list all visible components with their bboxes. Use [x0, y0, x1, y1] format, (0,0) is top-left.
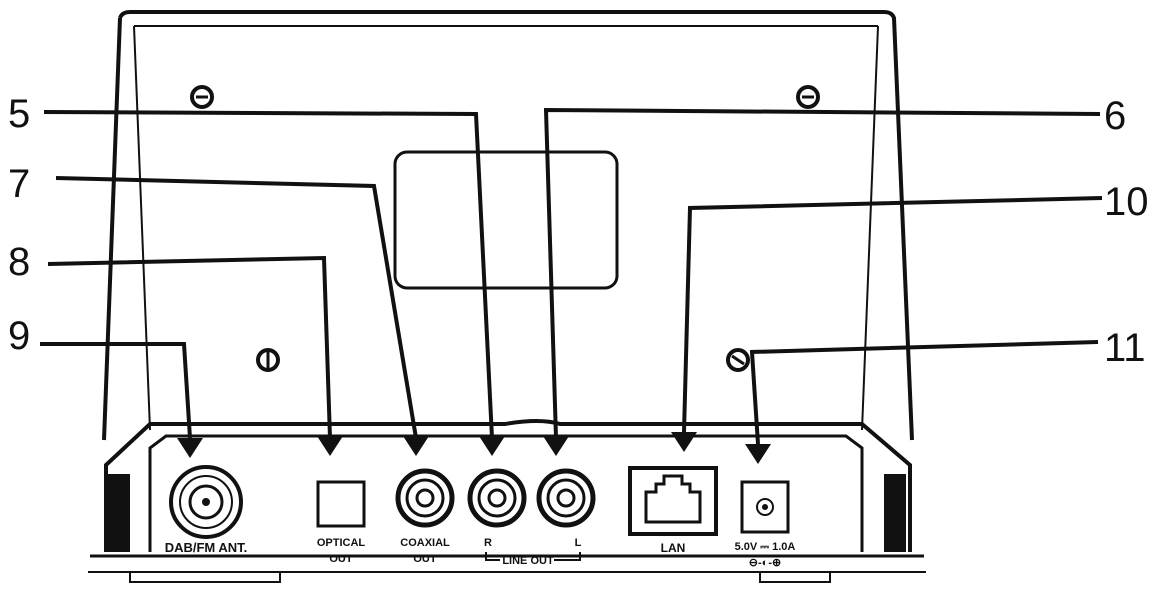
label-optical-2: OUT	[329, 553, 353, 565]
label-line-out: LINE OUT	[502, 555, 554, 567]
callout-11: 11	[1104, 326, 1146, 370]
callout-10: 10	[1104, 180, 1149, 224]
rca-jack-icon	[395, 468, 455, 528]
leader-9	[40, 342, 192, 439]
right-foot	[884, 474, 906, 552]
left-foot	[108, 474, 130, 552]
rca-jack-icon	[467, 468, 527, 528]
label-lan: LAN	[661, 541, 686, 555]
arrowhead-icon	[745, 444, 771, 464]
callout-6: 6	[1104, 94, 1127, 138]
device-housing	[102, 10, 914, 441]
dc-jack-icon	[740, 480, 790, 534]
label-optical-1: OPTICAL	[317, 537, 366, 549]
connector-panel	[88, 419, 926, 583]
arrowhead-icon	[317, 436, 343, 456]
arrowhead-icon	[671, 432, 697, 452]
leader-lines	[40, 107, 1103, 445]
rj45-jack-icon	[628, 466, 718, 536]
leader-10	[682, 196, 1103, 433]
leader-7	[55, 176, 418, 439]
arrowhead-icon	[479, 436, 505, 456]
label-line-l: L	[575, 537, 582, 549]
label-coaxial-2: OUT	[413, 553, 437, 565]
callout-8: 8	[8, 240, 31, 284]
label-dab-fm-ant: DAB/FM ANT.	[165, 540, 248, 555]
leader-6	[543, 107, 1101, 439]
label-polarity: ⊖-◐-⊕	[749, 557, 781, 569]
label-coaxial-1: COAXIAL	[400, 537, 450, 549]
label-line-r: R	[484, 537, 492, 549]
callout-5: 5	[8, 92, 31, 136]
arrowhead-icon	[403, 436, 429, 456]
bnc-connector-icon	[169, 465, 243, 539]
leader-11	[749, 340, 1099, 445]
screw-icon	[190, 85, 214, 109]
screw-icon	[796, 85, 820, 109]
arrowhead-icon	[543, 436, 569, 456]
rca-jack-icon	[536, 468, 596, 528]
leader-5	[43, 110, 494, 439]
screw-icon	[726, 348, 750, 372]
leader-8	[47, 255, 332, 439]
optical-port	[316, 480, 366, 528]
line-out-bracket	[485, 552, 581, 561]
arrowhead-icon	[177, 438, 203, 458]
label-power-rating: 5.0V ⎓ 1.0A	[735, 541, 796, 553]
callout-9: 9	[8, 314, 31, 358]
screw-icon	[256, 348, 280, 372]
callout-7: 7	[8, 162, 31, 206]
